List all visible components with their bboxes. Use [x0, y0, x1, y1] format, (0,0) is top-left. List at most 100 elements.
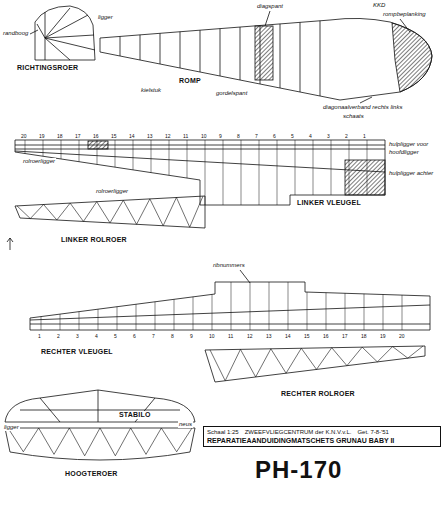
truss-ribs: [17, 196, 203, 227]
wing-rib: [223, 140, 224, 205]
fuselage-frame: [140, 35, 141, 60]
wing-rib: [41, 317, 42, 330]
rib-number: 13: [265, 333, 273, 339]
wing-rib: [241, 140, 242, 205]
part-label: randboog: [2, 30, 29, 37]
leader-line: [30, 30, 38, 34]
wing-rib: [61, 140, 62, 159]
rib-number: 8: [236, 133, 241, 139]
wing-rib: [151, 140, 152, 173]
arrow-symbol: [7, 238, 13, 250]
rib-number: 15: [303, 333, 311, 339]
part-label: hoofdligger: [388, 149, 420, 156]
wing-rib: [295, 140, 296, 195]
part-label: diagspant: [256, 3, 284, 10]
wing-rib: [250, 282, 251, 330]
wing-rib: [79, 140, 80, 162]
fuselage-frame: [280, 24, 281, 88]
part-label: rolroerligger: [95, 188, 129, 195]
part-label: ribnummers: [212, 262, 246, 269]
main-spar: [15, 149, 385, 150]
title-block-text: ZWEEFVLIEGCENTRUM der K.N.V.v.L.: [245, 428, 352, 436]
fuselage-frame: [200, 30, 201, 72]
wing-rib: [269, 282, 270, 330]
leader-line: [400, 19, 410, 32]
wing-rib: [349, 140, 350, 195]
rudder-spar: [45, 12, 46, 60]
wing-rib: [193, 297, 194, 330]
title-block: Schaal 1:25ZWEEFVLIEGCENTRUM der K.N.V.v…: [203, 426, 441, 447]
rudder-outline: [35, 6, 95, 60]
rib-number: 1: [362, 133, 367, 139]
rib-number: 18: [56, 133, 64, 139]
wing-rib: [60, 314, 61, 330]
rib-number: 19: [379, 333, 387, 339]
fuselage-frame: [320, 21, 321, 96]
wing-rib: [205, 140, 206, 205]
wing-rib: [169, 140, 170, 175]
wing-rib: [331, 140, 332, 195]
wing-rib: [383, 294, 384, 330]
wing-rib: [345, 293, 346, 330]
rib-number: 6: [272, 133, 277, 139]
rib-number: 18: [360, 333, 368, 339]
rib-number: 19: [38, 133, 46, 139]
rib-number: 17: [341, 333, 349, 339]
main-spar: [30, 324, 430, 325]
rib-number: 8: [170, 333, 175, 339]
rib-number: 2: [344, 133, 349, 139]
rib-number: 13: [146, 133, 154, 139]
wing-rib: [307, 292, 308, 330]
rib-number: 14: [128, 133, 136, 139]
wing-rib: [155, 302, 156, 330]
wing-rib: [313, 140, 314, 195]
wing-rib: [259, 140, 260, 205]
truss-ribs: [8, 428, 192, 456]
stabilizer-outline: [5, 390, 195, 422]
rib-number: 5: [290, 133, 295, 139]
damage-area: [88, 141, 108, 149]
part-label: hulpligger voor: [388, 141, 429, 148]
part-label: KKD: [372, 2, 386, 9]
wing-rib: [43, 140, 44, 156]
leader-line: [240, 270, 250, 283]
wing-rib: [187, 140, 188, 178]
left-wing-outline: [15, 140, 385, 205]
part-label: ligger: [3, 424, 20, 431]
rib-number: 5: [113, 333, 118, 339]
fuselage-frame: [160, 33, 161, 64]
part-heading: HOOGTEROER: [64, 470, 119, 478]
part-heading: LINKER VLEUGEL: [296, 199, 362, 207]
title-block-frame: [203, 426, 441, 447]
wing-rib: [117, 307, 118, 330]
rib-number: 10: [200, 133, 208, 139]
rib-number: 3: [326, 133, 331, 139]
wing-rib: [174, 299, 175, 330]
rib-number: 4: [308, 133, 313, 139]
rib-number: 15: [110, 133, 118, 139]
wing-rib: [367, 140, 368, 195]
rib-number: 20: [398, 333, 406, 339]
part-label: hulpligger achter: [388, 170, 434, 177]
wing-rib: [25, 140, 26, 154]
rib-number: 6: [132, 333, 137, 339]
part-heading: LINKER ROLROER: [60, 236, 128, 244]
part-label: gordelspant: [215, 90, 248, 97]
leader-line: [265, 11, 270, 26]
rib-number: 10: [208, 333, 216, 339]
rib-number: 3: [75, 333, 80, 339]
rib-number: 2: [56, 333, 61, 339]
wing-rib: [136, 304, 137, 330]
rib-number: 14: [284, 333, 292, 339]
left-aileron-outline: [15, 196, 205, 228]
rib-number: 4: [94, 333, 99, 339]
part-label: rolroerligger: [22, 158, 56, 165]
rib-number: 9: [218, 133, 223, 139]
front-spar: [15, 145, 385, 146]
fuselage-frame: [220, 29, 221, 76]
part-heading: RECHTER VLEUGEL: [40, 348, 114, 356]
truss-ribs: [210, 346, 423, 381]
wing-rib: [97, 140, 98, 164]
rib-number: 11: [227, 333, 234, 339]
wing-rib: [98, 309, 99, 330]
